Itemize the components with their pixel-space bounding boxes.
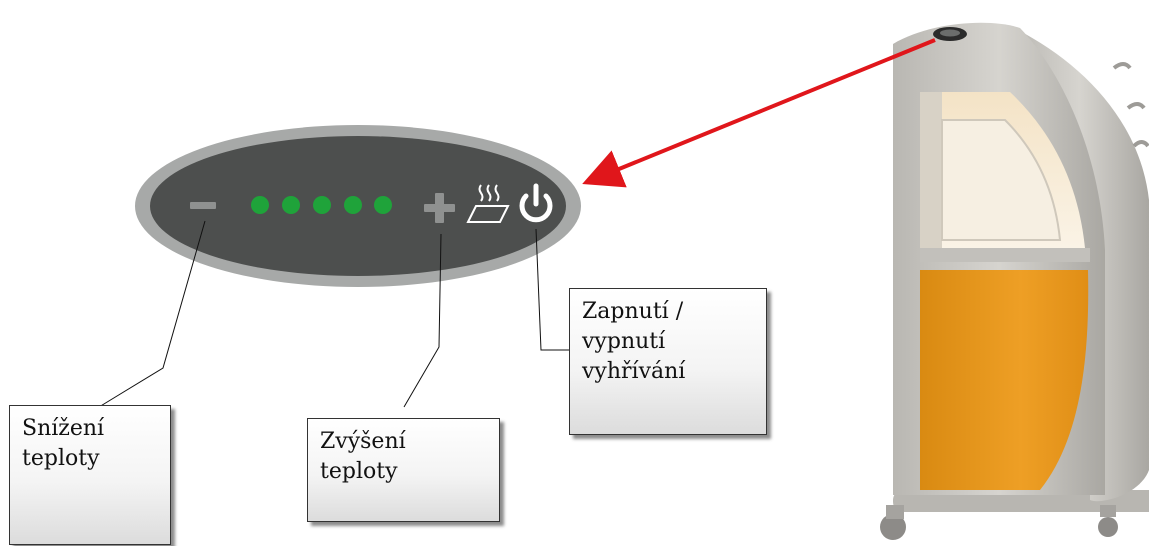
heating-icon bbox=[466, 184, 510, 223]
callout-text: teploty bbox=[22, 446, 100, 471]
leader-power bbox=[535, 228, 569, 351]
indicator-led bbox=[251, 196, 269, 214]
decrease-button[interactable] bbox=[190, 202, 216, 209]
pointer-arrow bbox=[582, 38, 936, 188]
power-button[interactable] bbox=[519, 183, 553, 223]
leader-increase bbox=[403, 233, 442, 408]
control-panel bbox=[135, 125, 581, 287]
device-base bbox=[893, 490, 1149, 512]
callout-text: vypnutí bbox=[582, 329, 666, 354]
indicator-led bbox=[344, 196, 362, 214]
device-orange-panel bbox=[920, 270, 1089, 490]
device-wheel bbox=[1098, 517, 1118, 537]
leader-decrease bbox=[98, 220, 206, 408]
indicator-led bbox=[313, 196, 331, 214]
device-back-shell bbox=[1010, 26, 1149, 502]
device-cabinet bbox=[880, 22, 1149, 540]
callout-increase-temperature: Zvýšení teploty bbox=[307, 418, 500, 522]
callout-text: teploty bbox=[320, 459, 398, 484]
callout-text: Zvýšení bbox=[320, 429, 406, 454]
increase-button[interactable] bbox=[424, 193, 455, 223]
callout-text: vyhřívání bbox=[582, 359, 686, 384]
callout-decrease-temperature: Snížení teploty bbox=[9, 405, 171, 545]
indicator-led bbox=[282, 196, 300, 214]
device-wheel bbox=[880, 514, 906, 540]
leader-lines bbox=[98, 220, 569, 408]
callout-heating-power: Zapnutí / vypnutí vyhřívání bbox=[569, 288, 767, 435]
callout-text: Zapnutí / bbox=[582, 299, 684, 324]
power-icon bbox=[519, 193, 553, 223]
indicator-led bbox=[374, 196, 392, 214]
device-hooks bbox=[1112, 62, 1149, 148]
callout-text: Snížení bbox=[22, 416, 105, 441]
temperature-indicators bbox=[251, 196, 392, 214]
